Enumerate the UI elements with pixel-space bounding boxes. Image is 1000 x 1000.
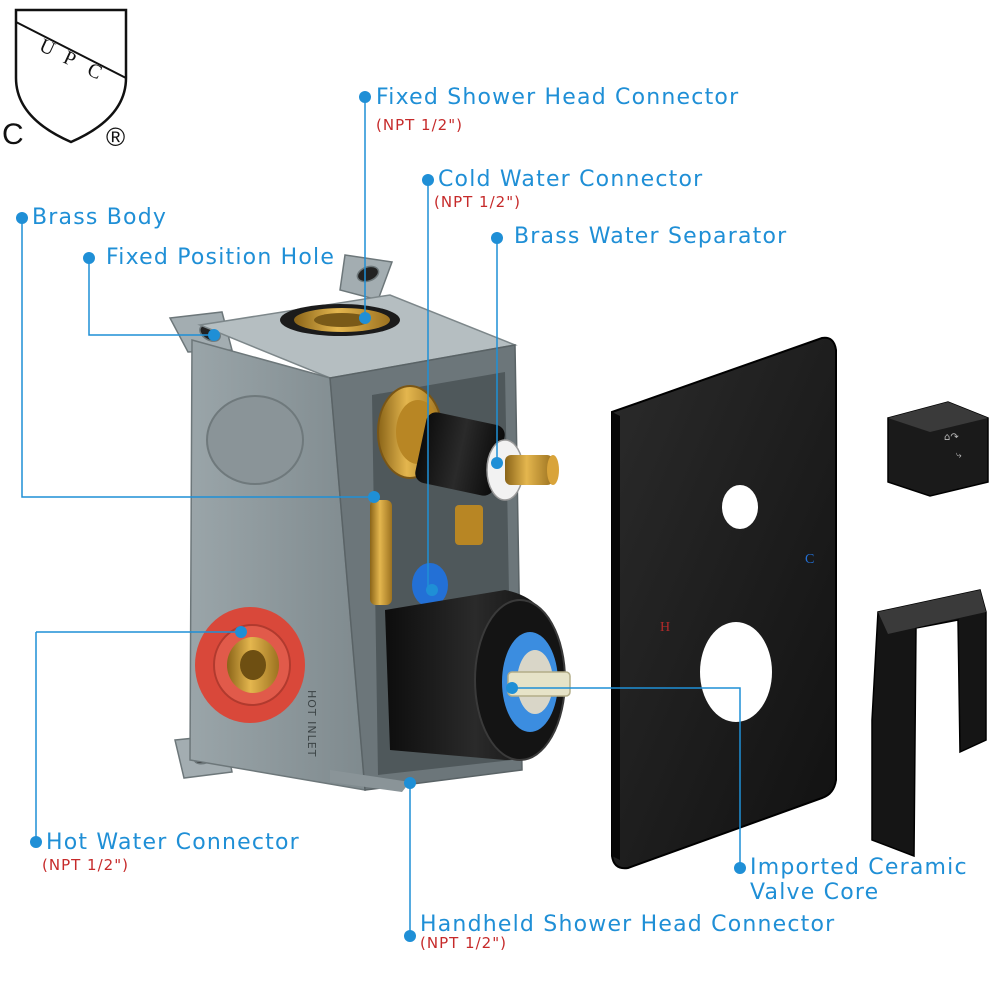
- svg-text:⤷: ⤷: [956, 450, 962, 461]
- callout-dot-handheld: [404, 930, 416, 942]
- plate-cold-marking: C: [805, 552, 815, 567]
- registered-mark: ®: [106, 122, 126, 152]
- cert-c-mark: C: [2, 118, 24, 151]
- callout-dot-cold-water: [422, 174, 434, 186]
- callout-dot-brass-body: [16, 212, 28, 224]
- label-fixed-shower-head: Fixed Shower Head Connector: [376, 85, 740, 110]
- callout-dot-ceramic-core: [734, 862, 746, 874]
- anchor-dot-cold-water: [426, 584, 438, 596]
- callout-dot-fixed-shower: [359, 91, 371, 103]
- label-fixed-position-hole: Fixed Position Hole: [106, 245, 336, 270]
- spec-hot-water: (NPT 1/2"): [42, 856, 129, 874]
- anchor-dot-fixed-position: [208, 329, 220, 341]
- trim-plate: [611, 336, 837, 870]
- callout-dot-hot-water: [30, 836, 42, 848]
- plate-hot-marking: H: [660, 620, 671, 635]
- hot-inlet-marking: HOT INLET: [305, 690, 318, 758]
- label-cold-water: Cold Water Connector: [438, 167, 704, 192]
- spec-cold-water: (NPT 1/2"): [434, 193, 521, 211]
- lever-handle: [871, 589, 987, 858]
- anchor-dot-brass-body: [368, 491, 380, 503]
- spec-fixed-shower-head: (NPT 1/2"): [376, 116, 463, 134]
- upc-shield-logo: U P C: [14, 8, 128, 144]
- spec-handheld-shower-head: (NPT 1/2"): [420, 934, 507, 952]
- anchor-dot-hot-water: [235, 626, 247, 638]
- label-ceramic-core-line1: Imported Ceramic: [750, 855, 968, 880]
- label-handheld-shower-head: Handheld Shower Head Connector: [420, 912, 836, 937]
- leader-lines: [21, 97, 741, 936]
- label-hot-water: Hot Water Connector: [46, 830, 300, 855]
- label-brass-body: Brass Body: [32, 205, 168, 230]
- anchor-dot-fixed-shower: [359, 312, 371, 324]
- anchor-dot-brass-separator: [491, 457, 503, 469]
- diverter-knob: ⌂↷ ⤷: [887, 401, 989, 497]
- label-ceramic-core-line2: Valve Core: [750, 880, 880, 905]
- svg-text:⌂↷: ⌂↷: [944, 432, 959, 443]
- callout-dot-brass-separator: [491, 232, 503, 244]
- anchor-dot-handheld: [404, 777, 416, 789]
- callout-dot-fixed-position: [83, 252, 95, 264]
- anchor-dot-ceramic-core: [506, 682, 518, 694]
- ceramic-cartridge: [385, 590, 571, 761]
- label-brass-separator: Brass Water Separator: [514, 224, 788, 249]
